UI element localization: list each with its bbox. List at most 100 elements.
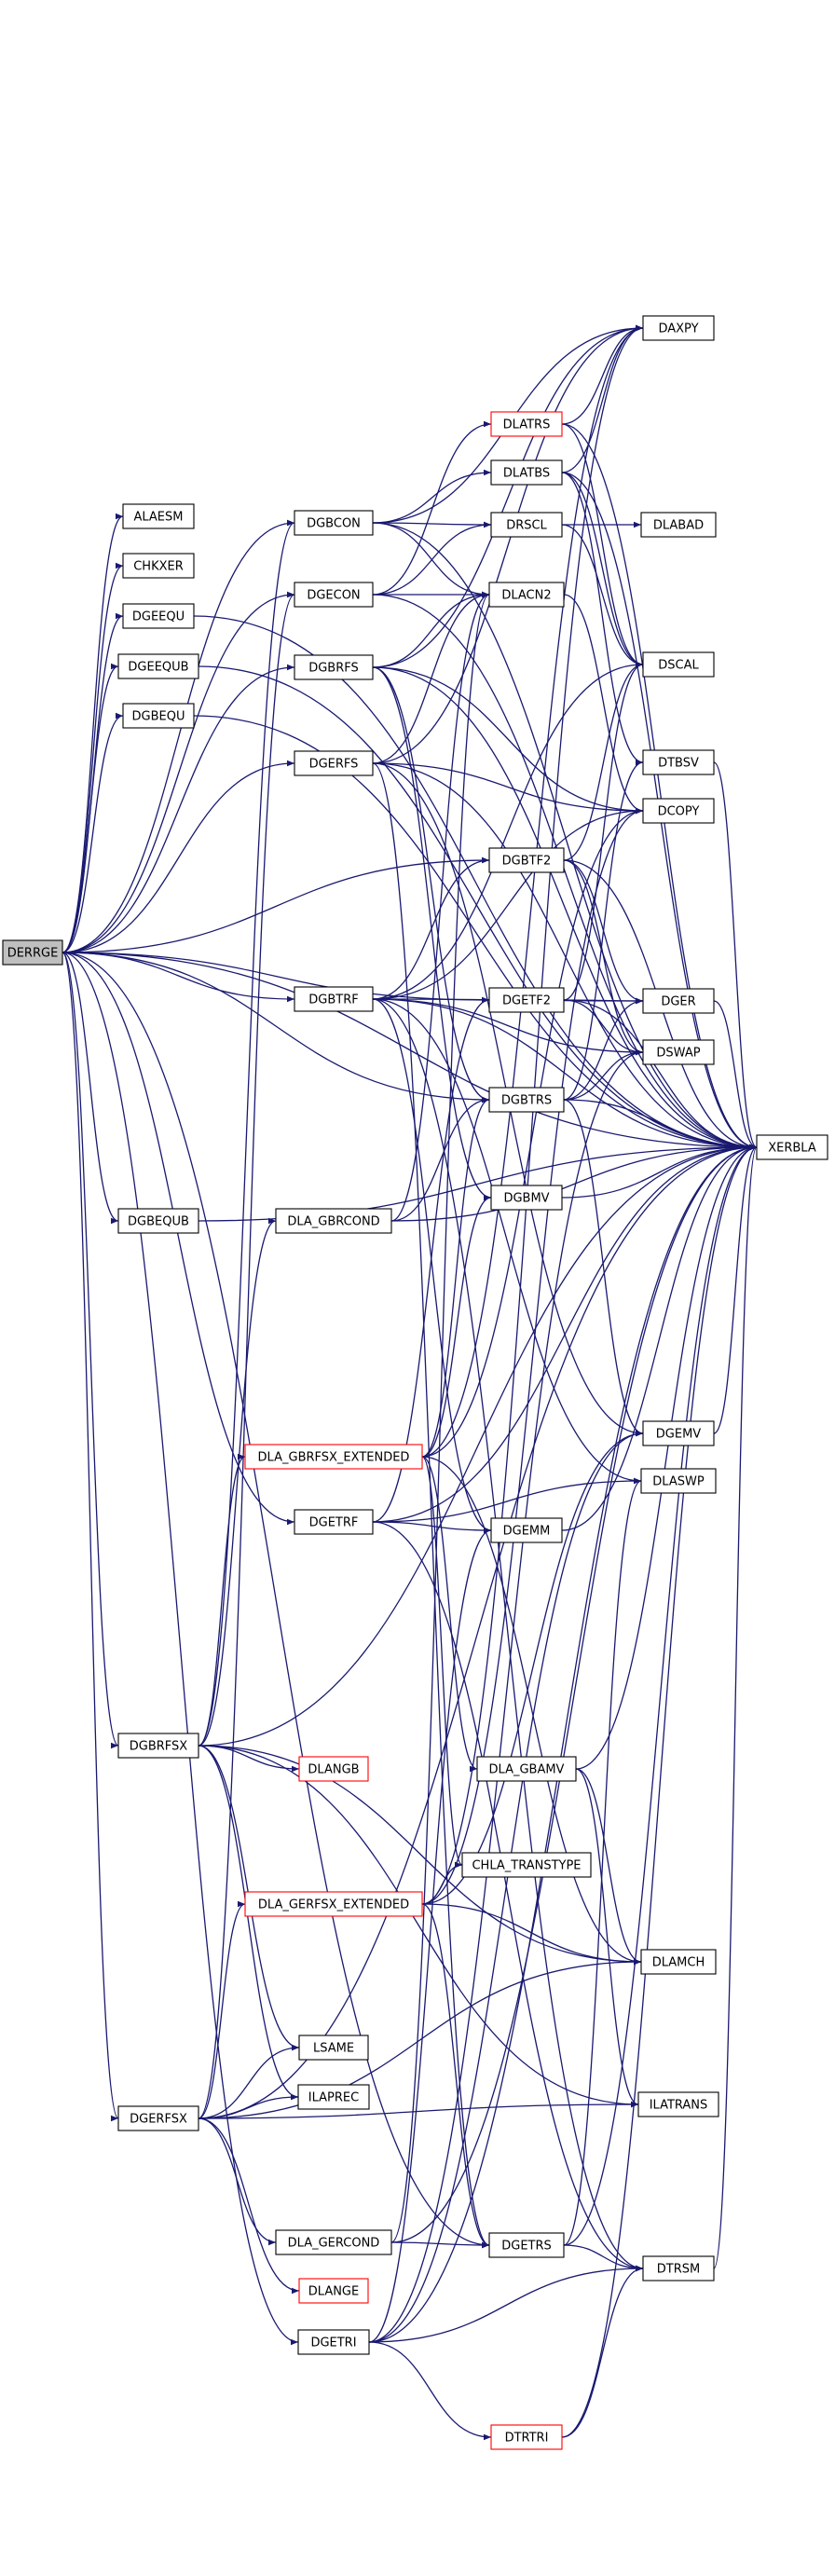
edge-dtrtri-to-dtrsm xyxy=(561,2265,644,2438)
edge-dgbtf2-to-dswap xyxy=(563,859,644,1056)
edge-dgbcon-to-drscl xyxy=(372,521,492,528)
node-label: XERBLA xyxy=(768,1142,816,1156)
nodes: DERRGE ALAESM CHKXER DGEEQU DGEEQUB DGBEQU DGB… xyxy=(2,315,828,2450)
node-box xyxy=(490,1517,563,1543)
node-box xyxy=(297,2329,370,2355)
node-dgbrfsx[interactable]: DGBRFSX xyxy=(117,1733,199,1759)
node-label: DLA_GERFSX_EXTENDED xyxy=(258,1898,409,1912)
node-lsame[interactable]: LSAME xyxy=(298,2035,369,2061)
node-chla-transtype[interactable]: CHLA_TRANSTYPE xyxy=(461,1852,592,1878)
node-dgemm[interactable]: DGEMM xyxy=(490,1517,563,1543)
node-dtrsm[interactable]: DTRSM xyxy=(642,2255,715,2281)
node-dla-gbrcond[interactable]: DLA_GBRCOND xyxy=(275,1208,392,1234)
node-label: DLA_GBRFSX_EXTENDED xyxy=(258,1451,410,1465)
node-dgbrfs[interactable]: DGBRFS xyxy=(294,654,374,680)
node-dtbsv[interactable]: DTBSV xyxy=(642,749,715,775)
node-daxpy[interactable]: DAXPY xyxy=(642,315,715,341)
node-dtrtri[interactable]: DTRTRI xyxy=(490,2424,563,2450)
edge-derrge-to-dgbrfsx xyxy=(62,952,119,1748)
edge-dgbrfs-to-dlacn2 xyxy=(372,591,490,668)
edge-dla-gbrfsx-extended-to-dgbtrs xyxy=(421,1096,490,1458)
node-label: DGER xyxy=(661,995,695,1009)
node-dgbcon[interactable]: DGBCON xyxy=(294,510,374,536)
edge-dgecon-to-drscl xyxy=(372,521,492,596)
node-dgerfsx[interactable]: DGERFSX xyxy=(117,2105,199,2131)
node-box xyxy=(294,986,374,1012)
node-label: CHLA_TRANSTYPE xyxy=(472,1859,581,1873)
node-dla-gbamv[interactable]: DLA_GBAMV xyxy=(476,1756,577,1782)
node-box xyxy=(298,1756,369,1782)
node-dgetri[interactable]: DGETRI xyxy=(297,2329,370,2355)
node-dlange[interactable]: DLANGE xyxy=(298,2278,369,2304)
node-dgetf2[interactable]: DGETF2 xyxy=(488,987,565,1013)
node-box xyxy=(490,1185,563,1211)
node-dswap[interactable]: DSWAP xyxy=(642,1039,715,1065)
node-box xyxy=(294,582,374,608)
node-dgbtrs[interactable]: DGBTRS xyxy=(488,1087,565,1113)
node-dgeequb[interactable]: DGEEQUB xyxy=(117,653,199,679)
edge-dgetrf-to-dgemm xyxy=(372,1521,492,1534)
edge-dla-gerfsx-extended-to-chla-transtype xyxy=(421,1861,463,1905)
edge-dgerfsx-to-dlamch xyxy=(198,1958,642,2119)
node-dscal[interactable]: DSCAL xyxy=(642,651,715,678)
edge-dgecon-to-xerbla xyxy=(372,594,758,1151)
node-dgemv[interactable]: DGEMV xyxy=(642,1420,715,1446)
node-dlamch[interactable]: DLAMCH xyxy=(640,1949,717,1975)
node-dlacn2[interactable]: DLACN2 xyxy=(488,582,565,608)
edge-dgeequb-to-xerbla xyxy=(198,665,758,1151)
edge-dgetrs-to-dtrsm xyxy=(563,2244,644,2272)
node-dgecon[interactable]: DGECON xyxy=(294,582,374,608)
edge-derrge-to-dgbtf2 xyxy=(62,856,490,953)
node-alaesm[interactable]: ALAESM xyxy=(122,503,195,529)
edge-dgbcon-to-dlatbs xyxy=(372,469,492,524)
node-dger[interactable]: DGER xyxy=(642,988,715,1014)
edge-dgbrfs-to-xerbla xyxy=(372,666,758,1151)
node-dla-gercond[interactable]: DLA_GERCOND xyxy=(275,2229,392,2255)
node-drscl[interactable]: DRSCL xyxy=(490,512,563,538)
node-dgbequb[interactable]: DGBEQUB xyxy=(117,1208,199,1234)
node-ilatrans[interactable]: ILATRANS xyxy=(637,2091,719,2117)
edge-dgetri-to-dgemv xyxy=(368,1430,644,2343)
node-label: ALAESM xyxy=(133,511,183,525)
edge-dlatrs-to-xerbla xyxy=(561,423,758,1151)
node-dlaswp[interactable]: DLASWP xyxy=(640,1468,717,1494)
node-dlangb[interactable]: DLANGB xyxy=(298,1756,369,1782)
node-dlabad[interactable]: DLABAD xyxy=(640,512,717,538)
edge-dgetri-to-dgemm xyxy=(368,1527,492,2343)
edge-dlatbs-to-daxpy xyxy=(561,324,644,473)
node-ilaprec[interactable]: ILAPREC xyxy=(297,2084,370,2110)
edges xyxy=(62,324,758,2441)
edge-derrge-to-dgetrs xyxy=(62,952,490,2249)
edge-dtbsv-to-xerbla xyxy=(713,761,758,1151)
node-dlatrs[interactable]: DLATRS xyxy=(490,411,563,437)
edge-dla-gbamv-to-dlamch xyxy=(575,1768,642,1966)
edge-derrge-to-dgetrf xyxy=(62,952,295,1526)
node-derrge[interactable]: DERRGE xyxy=(2,939,63,966)
node-dgerfs[interactable]: DGERFS xyxy=(294,750,374,776)
node-label: ILAPREC xyxy=(308,2091,359,2105)
edge-derrge-to-dgeequb xyxy=(62,663,119,953)
node-dlatbs[interactable]: DLATBS xyxy=(490,459,563,486)
node-chkxer[interactable]: CHKXER xyxy=(122,553,195,579)
node-dgbequ[interactable]: DGBEQU xyxy=(122,703,195,729)
edge-dgetf2-to-dscal xyxy=(563,661,644,1001)
node-dgeequ[interactable]: DGEEQU xyxy=(122,603,195,629)
node-label: DLANGE xyxy=(308,2285,359,2299)
node-dgetrf[interactable]: DGETRF xyxy=(294,1509,374,1535)
node-box xyxy=(640,1949,717,1975)
edge-derrge-to-dgetri xyxy=(62,952,299,2346)
node-label: DGETRS xyxy=(501,2240,552,2254)
node-dgbtrf[interactable]: DGBTRF xyxy=(294,986,374,1012)
node-box xyxy=(122,703,195,729)
edge-dla-gbrfsx-extended-to-dla-gbamv xyxy=(421,1456,478,1773)
node-xerbla[interactable]: XERBLA xyxy=(756,1134,828,1160)
node-dla-gbrfsx-extended[interactable]: DLA_GBRFSX_EXTENDED xyxy=(244,1444,423,1470)
edge-dgerfs-to-daxpy xyxy=(372,324,644,764)
edge-dgbtrs-to-dgemv xyxy=(563,1099,644,1437)
node-dgbmv[interactable]: DGBMV xyxy=(490,1185,563,1211)
node-dgetrs[interactable]: DGETRS xyxy=(488,2232,565,2258)
node-dla-gerfsx-extended[interactable]: DLA_GERFSX_EXTENDED xyxy=(244,1891,423,1917)
node-dgbtf2[interactable]: DGBTF2 xyxy=(488,847,565,873)
node-dcopy[interactable]: DCOPY xyxy=(642,798,715,824)
node-label: DGECON xyxy=(307,589,360,603)
